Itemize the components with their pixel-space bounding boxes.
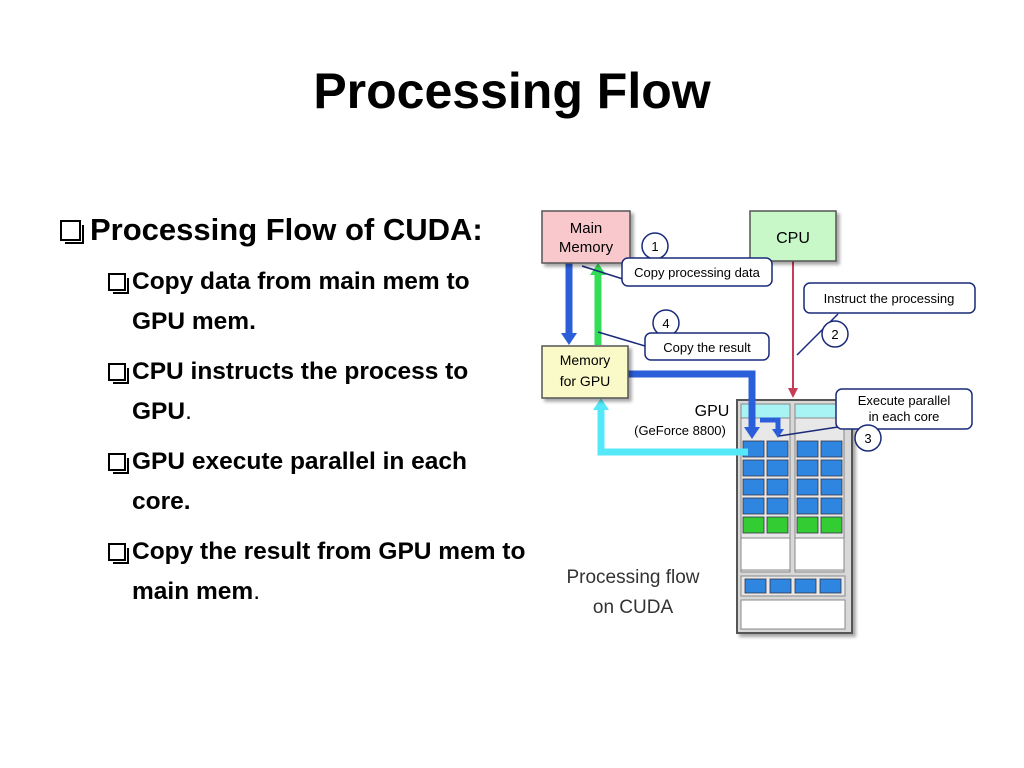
- gpu-core-cell: [766, 497, 789, 515]
- arrow-copy-to-gpu: [561, 263, 577, 345]
- gpu-core-cell: [796, 459, 819, 477]
- diagram-caption-1: Processing flow: [566, 567, 699, 588]
- gpu-core-cell: [796, 516, 819, 534]
- sub-bullet-3: GPU execute parallel in each core.: [106, 442, 528, 522]
- gpu-memory-box: Memory for GPU: [541, 345, 629, 399]
- sub-bullet-2: CPU instructs the process to GPU.: [106, 352, 528, 432]
- checkbox-bullet-icon: [108, 273, 129, 294]
- gpu-core-grid: [742, 440, 843, 594]
- cpu-box: CPU: [749, 210, 837, 262]
- sub-bullet-text: Copy data from main mem to GPU mem.: [132, 268, 470, 335]
- gpu-core-cell: [820, 459, 843, 477]
- step2-number: 2: [831, 327, 838, 342]
- step3-number: 3: [864, 431, 871, 446]
- bullet-main-text: Processing Flow of CUDA:: [90, 212, 483, 247]
- step4-label: Copy the result: [663, 340, 751, 355]
- gpu-memory-cell: [794, 578, 817, 594]
- gpu-core-cell: [742, 459, 765, 477]
- gpu-core-cell: [796, 478, 819, 496]
- arrow-gpu-mem-to-cores: [628, 370, 784, 439]
- checkbox-bullet-icon: [60, 220, 84, 244]
- sub-bullet-text: Copy the result from GPU mem to main mem: [132, 538, 526, 605]
- gpu-core-cell: [820, 440, 843, 458]
- gpu-memory-cell: [769, 578, 792, 594]
- step2-callout: Instruct the processing 2: [803, 282, 976, 348]
- main-memory-label-1: Main: [570, 220, 603, 237]
- sub-bullet-text: CPU instructs the process to GPU: [132, 358, 469, 425]
- gpu-core-cell: [766, 459, 789, 477]
- cpu-label: CPU: [776, 230, 810, 247]
- gpu-core-cell: [766, 516, 789, 534]
- bullet-list: Processing Flow of CUDA: Copy data from …: [58, 208, 528, 612]
- gpu-core-cell: [766, 478, 789, 496]
- sub-bullet-trail: .: [185, 398, 192, 425]
- gpu-memory-cell: [744, 578, 767, 594]
- main-memory-label-2: Memory: [559, 239, 614, 256]
- gpu-label: GPU: [695, 403, 730, 420]
- step1-callout: 1 Copy processing data: [621, 232, 773, 287]
- arrow-cpu-instruct: [788, 260, 798, 398]
- step1-label: Copy processing data: [634, 265, 761, 280]
- gpu-core-cell: [820, 478, 843, 496]
- gpu-memory-label-2: for GPU: [560, 373, 611, 389]
- sub-bullet-4: Copy the result from GPU mem to main mem…: [106, 532, 528, 612]
- sub-bullet-1: Copy data from main mem to GPU mem.: [106, 262, 528, 342]
- step4-number: 4: [662, 316, 669, 331]
- slide-title: Processing Flow: [313, 63, 711, 119]
- gpu-core-cell: [796, 497, 819, 515]
- gpu-core-cell: [796, 440, 819, 458]
- sub-bullet-text: GPU execute parallel in each core.: [132, 448, 467, 515]
- step2-label: Instruct the processing: [824, 291, 955, 306]
- gpu-core-cell: [742, 478, 765, 496]
- gpu-memory-label-1: Memory: [560, 352, 611, 368]
- checkbox-bullet-icon: [108, 363, 129, 384]
- step4-callout: 4 Copy the result: [644, 309, 770, 361]
- diagram-caption-2: on CUDA: [593, 597, 674, 618]
- gpu-core-cell: [766, 440, 789, 458]
- checkbox-bullet-icon: [108, 543, 129, 564]
- gpu-core-cell: [742, 516, 765, 534]
- gpu-core-cell: [820, 516, 843, 534]
- gpu-core-cell: [742, 497, 765, 515]
- gpu-model-label: (GeForce 8800): [634, 423, 726, 438]
- bullet-main: Processing Flow of CUDA:: [58, 208, 528, 252]
- checkbox-bullet-icon: [108, 453, 129, 474]
- step3-callout: Execute parallel in each core 3: [835, 388, 973, 452]
- step3-label-2: in each core: [869, 409, 940, 424]
- step1-number: 1: [651, 239, 658, 254]
- step3-label-1: Execute parallel: [858, 393, 951, 408]
- gpu-core-cell: [820, 497, 843, 515]
- arrow-result-to-gpu-mem: [593, 398, 748, 456]
- gpu-memory-cell: [819, 578, 842, 594]
- main-memory-box: Main Memory: [541, 210, 631, 264]
- sub-bullet-trail: .: [253, 578, 260, 605]
